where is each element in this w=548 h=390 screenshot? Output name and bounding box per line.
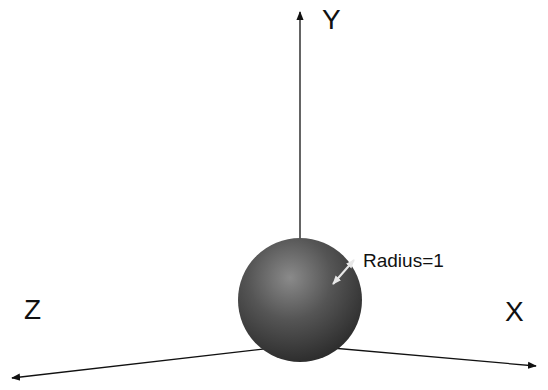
radius-arrow bbox=[333, 260, 354, 284]
axis-label: Y bbox=[322, 6, 341, 34]
sphere bbox=[238, 238, 362, 362]
axis-label: Z bbox=[24, 296, 41, 324]
axis-label: X bbox=[505, 298, 524, 326]
z-axis bbox=[12, 345, 298, 378]
dimension-label: Radius=1 bbox=[363, 251, 444, 270]
